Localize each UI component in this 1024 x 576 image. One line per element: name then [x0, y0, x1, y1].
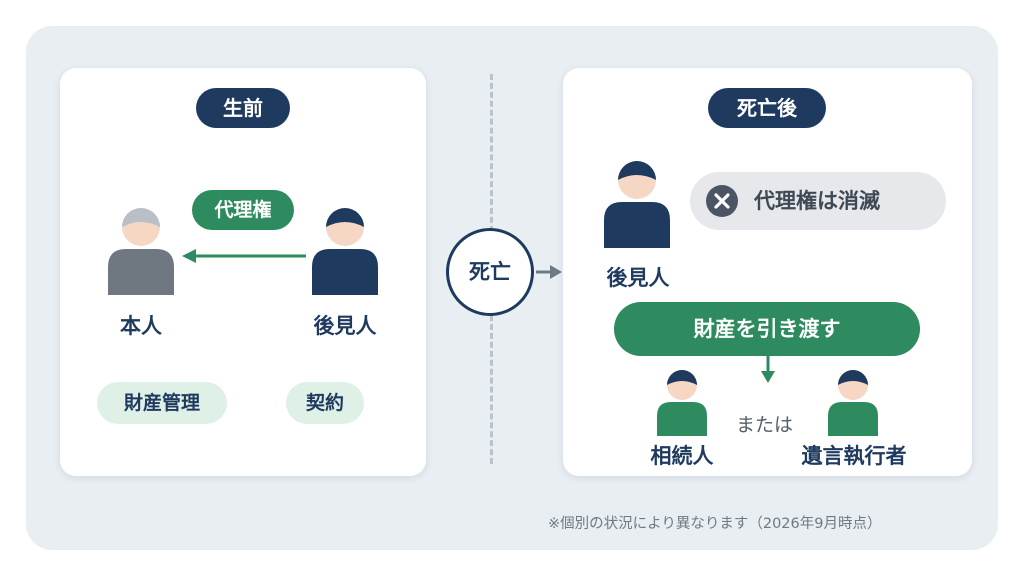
arrow-right-icon: [536, 265, 562, 279]
tag-contract: 契約: [286, 382, 364, 424]
principal-person-icon: [108, 208, 174, 295]
death-circle: 死亡: [446, 228, 534, 316]
arrow-left-icon: [182, 249, 306, 263]
heir-label: 相続人: [650, 444, 714, 468]
before-guardian-label: 後見人: [313, 314, 377, 338]
proxy-lost-text: 代理権は消滅: [754, 189, 880, 213]
after-panel: [563, 68, 972, 476]
guardian-person-icon: [312, 208, 378, 295]
footnote: ※個別の状況により異なります（2026年9月時点）: [548, 516, 882, 532]
handover-banner: 財産を引き渡す: [614, 302, 920, 356]
principal-label: 本人: [120, 314, 162, 338]
after-title: 死亡後: [708, 88, 826, 128]
executor-person-icon: [828, 370, 878, 436]
arrow-down-icon: [761, 356, 775, 383]
heir-person-icon: [657, 370, 707, 436]
proxy-lost-badge: 代理権は消滅: [690, 172, 946, 230]
or-text: または: [736, 414, 794, 436]
tag-property-management: 財産管理: [97, 382, 227, 424]
before-title: 生前: [196, 88, 290, 128]
after-guardian-person-icon: [604, 161, 670, 248]
executor-label: 遺言執行者: [801, 444, 907, 468]
after-guardian-label: 後見人: [606, 266, 670, 290]
cross-circle-icon: [706, 185, 738, 217]
proxy-badge: 代理権: [192, 190, 294, 230]
